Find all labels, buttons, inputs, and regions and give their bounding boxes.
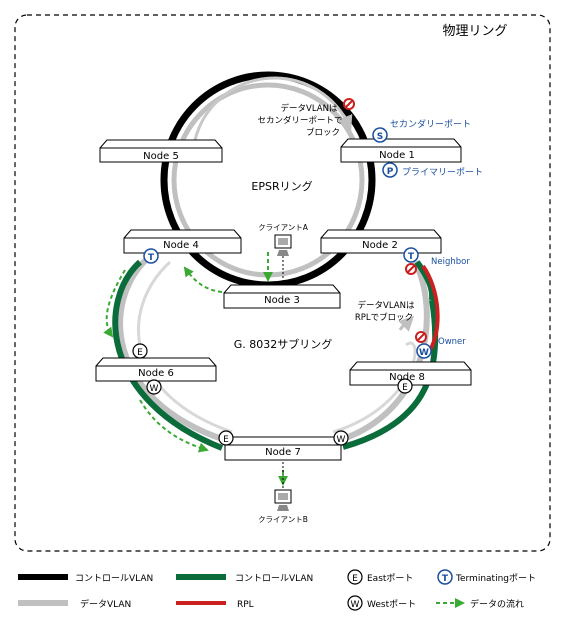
subring-control-vlan-right (342, 299, 439, 450)
physical-ring-title: 物理リング (442, 24, 507, 39)
legend-east-port-icon (347, 569, 363, 585)
node-2[interactable]: Node 2 (320, 229, 442, 254)
svg-text:W: W (419, 348, 429, 358)
client-a-label: クライアントA (258, 223, 309, 232)
west-port-node7[interactable]: W (333, 430, 349, 446)
legend-data-flow-label: データの流れ (470, 598, 524, 610)
node-5[interactable]: Node 5 (99, 139, 223, 163)
subring-control-vlan-neighbor (414, 260, 436, 301)
legend-rpl-label: RPL (237, 600, 254, 610)
svg-text:E: E (402, 383, 408, 393)
svg-text:W: W (351, 600, 360, 610)
data-flow-arrow-1 (183, 266, 223, 293)
client-a-computer-icon[interactable] (274, 234, 292, 256)
epsr-ring-label: EPSRリング (251, 179, 312, 193)
svg-text:T: T (148, 253, 155, 263)
legend-terminating-port-icon (437, 569, 453, 585)
secondary-port-marker[interactable]: S (372, 127, 388, 143)
svg-text:T: T (442, 574, 449, 584)
node-1[interactable]: Node 1 (340, 138, 462, 163)
physical-ring-frame (14, 14, 551, 552)
client-b-label: クライアントB (258, 515, 308, 524)
svg-text:E: E (352, 574, 358, 584)
epsr-block-note-line1: データVLANは (281, 103, 338, 114)
east-port-node8[interactable]: E (397, 378, 413, 394)
client-b-computer-icon[interactable] (274, 489, 292, 511)
epsr-data-flow-arc (193, 76, 353, 141)
epsr-block-note-line3: ブロック (306, 127, 340, 138)
node-3-label: Node 3 (264, 295, 300, 306)
svg-text:W: W (337, 435, 346, 445)
node-3[interactable]: Node 3 (223, 284, 341, 309)
primary-port-label: プライマリーポート (402, 167, 483, 178)
owner-block-icon (415, 331, 427, 343)
west-port-node6[interactable]: W (146, 379, 162, 395)
node-7-label: Node 7 (265, 447, 301, 458)
svg-text:E: E (223, 435, 229, 445)
svg-text:T: T (408, 252, 415, 262)
secondary-port-label: セカンダリーポート (390, 118, 471, 130)
rpl-data-arrow (398, 315, 415, 332)
east-port-node7[interactable]: E (218, 430, 234, 446)
node-8-label: Node 8 (389, 372, 425, 383)
svg-text:E: E (137, 348, 143, 358)
legend-terminating-port-label: Terminatingポート (455, 573, 536, 584)
neighbor-block-icon (405, 263, 417, 275)
svg-text:P: P (387, 167, 394, 177)
primary-port-marker[interactable]: P (382, 162, 398, 178)
terminating-port-node2[interactable]: T (403, 247, 419, 263)
rpl-segment (421, 264, 440, 352)
svg-text:W: W (150, 384, 159, 394)
owner-label: Owner (438, 337, 466, 347)
node-2-label: Node 2 (362, 240, 398, 251)
neighbor-label: Neighbor (431, 257, 470, 267)
g8032-ring-label: G. 8032サブリング (234, 337, 333, 351)
rpl-block-note-line1: データVLANは (358, 300, 415, 311)
subring-data-vlan-left (117, 253, 226, 443)
node-1-label: Node 1 (379, 150, 415, 161)
node-8[interactable]: Node 8 (349, 361, 472, 386)
epsr-block-icon (343, 98, 355, 110)
node-6-label: Node 6 (138, 368, 174, 379)
terminating-port-node4[interactable]: T (143, 248, 159, 264)
legend-control-vlan-black-label: コントロールVLAN (75, 574, 153, 584)
subring-control-vlan-left (112, 259, 224, 451)
node-7[interactable]: Node 7 (224, 436, 342, 461)
data-flow-arrow-2 (103, 269, 126, 338)
legend-control-vlan-green-label: コントロールVLAN (235, 574, 313, 584)
owner-west-port[interactable]: W (416, 343, 432, 359)
node-5-label: Node 5 (143, 151, 179, 162)
legend-east-port-label: Eastポート (367, 573, 413, 584)
svg-text:S: S (377, 132, 383, 142)
node-6[interactable]: Node 6 (95, 357, 217, 382)
data-flow-arrow-3 (139, 399, 209, 453)
legend-data-vlan-label: データVLAN (80, 598, 131, 610)
legend-west-port-label: Westポート (367, 599, 416, 610)
node-4[interactable]: Node 4 (123, 229, 242, 254)
node-4-label: Node 4 (163, 240, 199, 251)
east-port-node6[interactable]: E (132, 343, 148, 359)
rpl-block-note-line2: RPLでブロック (355, 312, 413, 323)
legend-west-port-icon (347, 595, 363, 611)
epsr-block-note-line2: セカンダリーポートで (257, 115, 342, 126)
legend: コントロールVLAN コントロールVLAN データVLAN RPL E East… (18, 569, 536, 611)
